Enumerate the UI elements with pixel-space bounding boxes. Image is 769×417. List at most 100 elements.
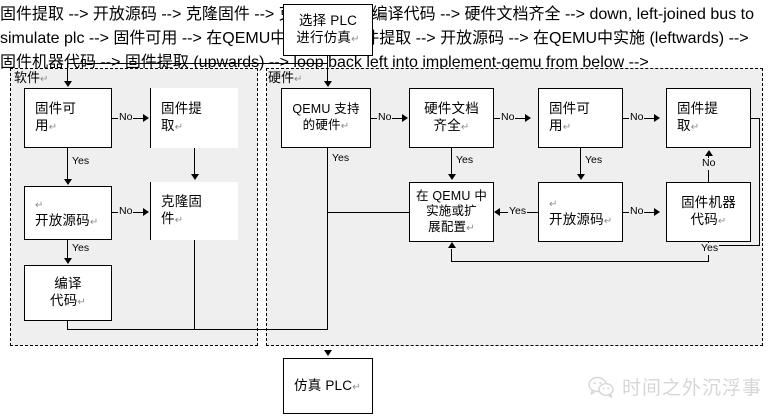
node-hw-doc-complete[interactable]: 硬件文档 齐全↵ <box>409 88 494 148</box>
edge-label-hw-os-iq: Yes <box>508 205 528 218</box>
node-line-2: 进行仿真 <box>296 30 352 45</box>
node-select-plc[interactable]: 选择 PLC 进行仿真↵ <box>283 4 373 56</box>
arrowhead-hw-firmware-available <box>525 113 531 122</box>
node-line-1: QEMU 支持 <box>292 102 360 117</box>
arrowhead-sw-compile-code <box>63 258 72 264</box>
node-hw-qemu-supported-text: QEMU 支持 的硬件↵ <box>290 102 361 133</box>
edge-hw-dc-to-iq <box>451 148 453 175</box>
node-hw-machine-code[interactable]: 固件机器 代码↵ <box>666 182 751 242</box>
pilcrow-mark: ↵ <box>466 222 475 234</box>
pilcrow-mark: ↵ <box>340 121 350 132</box>
pilcrow-mark: ↵ <box>549 199 558 211</box>
node-line-2: 取 <box>161 118 175 133</box>
edge-hw-qsyes-to-iq <box>327 212 409 214</box>
node-line-1: 开放源码 <box>35 213 90 228</box>
arrowhead-hw-open-source <box>576 174 585 180</box>
node-hw-firmware-available[interactable]: 固件可 用↵ <box>538 88 623 148</box>
node-sw-clone-firmware[interactable]: 克隆固 件↵ <box>150 182 238 240</box>
group-software-label: 软件↵ <box>14 71 48 85</box>
node-line-1: 固件可 <box>549 101 591 117</box>
edge-sw-cf-down <box>194 240 196 330</box>
node-sw-open-source-text: ↵ 开放源码↵ <box>33 196 100 230</box>
arrowhead-hw-doc-complete <box>402 113 408 122</box>
edge-sw-fa-to-os <box>67 148 69 180</box>
node-sw-clone-firmware-text: 克隆固 件↵ <box>159 194 204 228</box>
node-hw-firmware-available-text: 固件可 用↵ <box>547 101 592 135</box>
edge-selectplc-stub <box>327 56 329 64</box>
pilcrow-mark: ↵ <box>174 122 184 133</box>
node-line-1: 固件提 <box>677 101 719 117</box>
node-line-2: 齐全 <box>433 118 461 133</box>
edge-hw-mc-yes-up <box>451 249 453 262</box>
edge-label-hw-fa-os: Yes <box>584 154 604 167</box>
node-line-2: 件 <box>161 211 175 226</box>
arrowhead-hw-implement-qemu <box>447 174 456 180</box>
edge-label-hw-qs-dc: No <box>377 111 393 124</box>
edge-hw-fe-right-down <box>759 118 761 246</box>
group-software-label-text: 软件 <box>14 70 41 85</box>
node-select-plc-text: 选择 PLC 进行仿真↵ <box>294 13 361 47</box>
pilcrow-mark: ↵ <box>35 200 44 212</box>
edge-label-hw-os-mc: No <box>629 205 645 218</box>
arrowhead-sw-firmware-available <box>63 81 72 87</box>
edge-selectplc-to-hw <box>327 63 329 82</box>
pilcrow-mark: ↵ <box>562 122 572 133</box>
edge-label-hw-dc-iq: Yes <box>455 154 475 167</box>
pilcrow-mark: ↵ <box>77 297 86 308</box>
node-hw-firmware-extract[interactable]: 固件提 取↵ <box>666 88 751 148</box>
pilcrow-mark: ↵ <box>690 122 700 133</box>
arrowhead-sw-clone-firmware <box>190 174 199 180</box>
arrowhead-hw-firmware-extract-2 <box>704 150 713 156</box>
arrowhead-hw-qemu-supported <box>323 81 332 87</box>
arrowhead-sw-open-source <box>63 179 72 185</box>
node-line-1: 编译 <box>54 276 82 292</box>
edge-label-sw-fa-fe: No <box>118 111 134 124</box>
node-sw-firmware-extract-text: 固件提 取↵ <box>159 101 204 135</box>
node-line-1: 克隆固 <box>161 194 203 210</box>
group-hardware-label: 硬件↵ <box>268 71 302 85</box>
edge-label-hw-fa-fe: No <box>629 111 645 124</box>
pilcrow-mark: ↵ <box>89 217 99 228</box>
node-sw-compile-code[interactable]: 编译 代码↵ <box>24 265 112 321</box>
node-line-2: 实施或扩 <box>426 204 477 219</box>
node-hw-open-source-text: ↵ 开放源码↵ <box>547 195 614 229</box>
node-simulate-plc[interactable]: 仿真 PLC↵ <box>283 358 373 414</box>
edge-selectplc-to-sw <box>67 63 69 82</box>
node-line-2: 用 <box>35 118 49 133</box>
edge-sw-fe-to-cf <box>194 148 196 175</box>
edge-hw-fe-right-bottom <box>708 245 760 247</box>
arrowhead-hw-machine-code <box>654 207 660 216</box>
node-hw-doc-complete-text: 硬件文档 齐全↵ <box>422 101 481 135</box>
node-sw-firmware-available[interactable]: 固件可 用↵ <box>24 88 112 148</box>
edge-sw-cc-down <box>67 321 69 330</box>
wechat-logo-icon <box>588 376 614 398</box>
edge-hw-fa-to-os <box>580 148 582 175</box>
edge-hw-qs-yes-down <box>327 148 329 330</box>
edge-label-sw-os-cf: No <box>118 205 134 218</box>
node-hw-open-source[interactable]: ↵ 开放源码↵ <box>538 182 623 242</box>
node-line-2: 用 <box>549 118 563 133</box>
node-line-1: 在 QEMU 中 <box>415 188 488 203</box>
arrowhead-hw-implement-qemu-2 <box>494 207 500 216</box>
node-hw-implement-qemu-text: 在 QEMU 中 实施或扩 展配置↵ <box>414 189 489 236</box>
node-line-2: 的硬件 <box>302 118 341 132</box>
node-hw-qemu-supported[interactable]: QEMU 支持 的硬件↵ <box>281 88 371 148</box>
pilcrow-mark: ↵ <box>603 216 613 227</box>
watermark: 时间之外沉浮事 <box>588 373 762 400</box>
node-line-1: 固件机器 <box>681 195 736 211</box>
pilcrow-mark: ↵ <box>48 122 58 133</box>
node-line-2: 代码 <box>690 212 718 227</box>
watermark-text: 时间之外沉浮事 <box>622 378 763 399</box>
node-sw-compile-code-text: 编译 代码↵ <box>48 276 88 310</box>
pilcrow-mark: ↵ <box>352 381 361 393</box>
arrowhead-hw-implement-qemu-3 <box>447 242 456 248</box>
node-sw-open-source[interactable]: ↵ 开放源码↵ <box>24 186 112 240</box>
node-hw-implement-qemu[interactable]: 在 QEMU 中 实施或扩 展配置↵ <box>409 182 494 242</box>
pilcrow-mark: ↵ <box>460 122 470 133</box>
arrowhead-hw-firmware-extract <box>654 113 660 122</box>
node-simulate-plc-text: 仿真 PLC↵ <box>292 378 363 395</box>
node-line-1: 固件可 <box>35 101 77 117</box>
node-sw-firmware-extract[interactable]: 固件提 取↵ <box>150 88 238 148</box>
group-hardware-label-text: 硬件 <box>268 70 295 85</box>
edge-hw-mc-yes-bus <box>451 261 709 263</box>
